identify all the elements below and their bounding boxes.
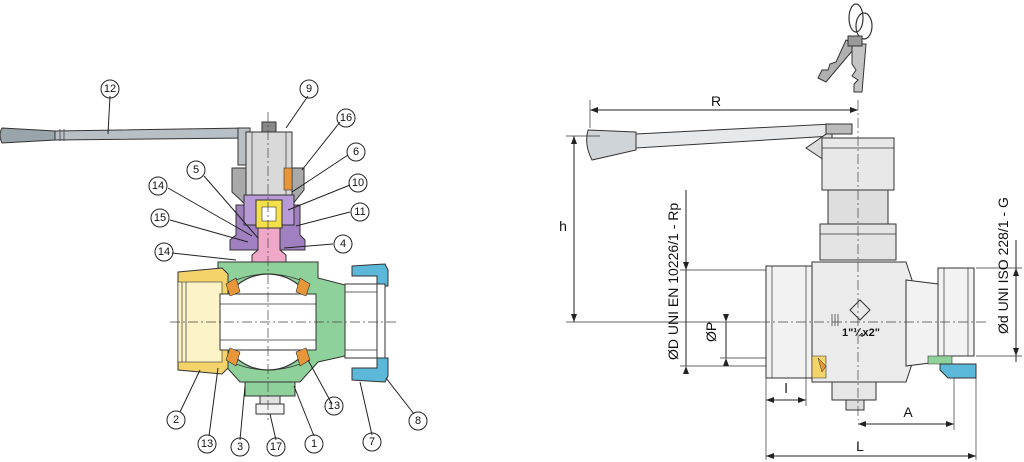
handle-lever [0,127,251,166]
dim-h-label: h [559,218,567,234]
dim-l-label: l [784,380,787,396]
callout-2: 2 [166,410,186,430]
callout-5: 5 [186,160,206,180]
callout-8: 8 [408,411,428,431]
svg-text:3: 3 [237,441,243,453]
exterior-cutaways [811,355,977,379]
callout-15: 15 [150,208,170,228]
dim-Od-label: Ød UNI ISO 228/1 - G [995,197,1011,334]
svg-text:17: 17 [270,441,282,453]
exterior-body: 1"¼x2" [765,261,975,411]
dim-A-label: A [903,404,913,420]
section-view: 1 2 3 4 5 6 7 8 9 10 11 12 13 13 14 14 1… [0,79,428,457]
svg-text:2: 2 [173,414,179,426]
svg-text:5: 5 [193,164,199,176]
callout-14b: 14 [154,242,174,262]
svg-text:16: 16 [340,112,352,124]
callout-12: 12 [100,79,120,99]
callout-7: 7 [362,432,382,452]
callout-9: 9 [299,79,319,99]
end-connector-right [344,263,389,383]
callout-1: 1 [304,434,324,454]
callout-3: 3 [230,437,250,457]
leader-lines [107,95,415,441]
svg-text:13: 13 [328,400,340,412]
dim-OP-label: ØP [703,322,719,342]
svg-text:1: 1 [311,438,317,450]
svg-text:8: 8 [415,415,421,427]
svg-text:7: 7 [369,436,375,448]
callout-13a: 13 [197,434,217,454]
callout-17: 17 [266,437,286,457]
svg-text:9: 9 [306,83,312,95]
svg-text:6: 6 [353,146,359,158]
dim-OD-label: ØD UNI EN 10226/1 - Rp [665,203,681,360]
dim-R-label: R [711,93,721,109]
exterior-view: 1"¼x2" [559,3,1022,460]
svg-text:14: 14 [152,180,164,192]
callout-10: 10 [348,173,368,193]
key-icon [817,3,873,93]
exterior-lever [586,123,853,161]
svg-text:10: 10 [352,177,364,189]
stem-insert [255,199,283,229]
dim-L-label: L [856,438,864,454]
callout-4: 4 [333,234,353,254]
callout-13b: 13 [324,396,344,416]
ball-seals [225,277,311,367]
svg-text:11: 11 [354,206,365,218]
svg-text:14: 14 [158,246,170,258]
callout-16: 16 [336,108,356,128]
svg-text:13: 13 [201,438,213,450]
svg-text:4: 4 [340,238,346,250]
callout-14a: 14 [148,176,168,196]
body-size-marking: 1"¼x2" [842,327,880,339]
callout-6: 6 [346,142,366,162]
svg-text:12: 12 [104,83,116,95]
drain-plug [255,395,285,415]
dimension-lines [566,100,1022,460]
svg-text:15: 15 [154,212,166,224]
callout-11: 11 [350,202,370,222]
